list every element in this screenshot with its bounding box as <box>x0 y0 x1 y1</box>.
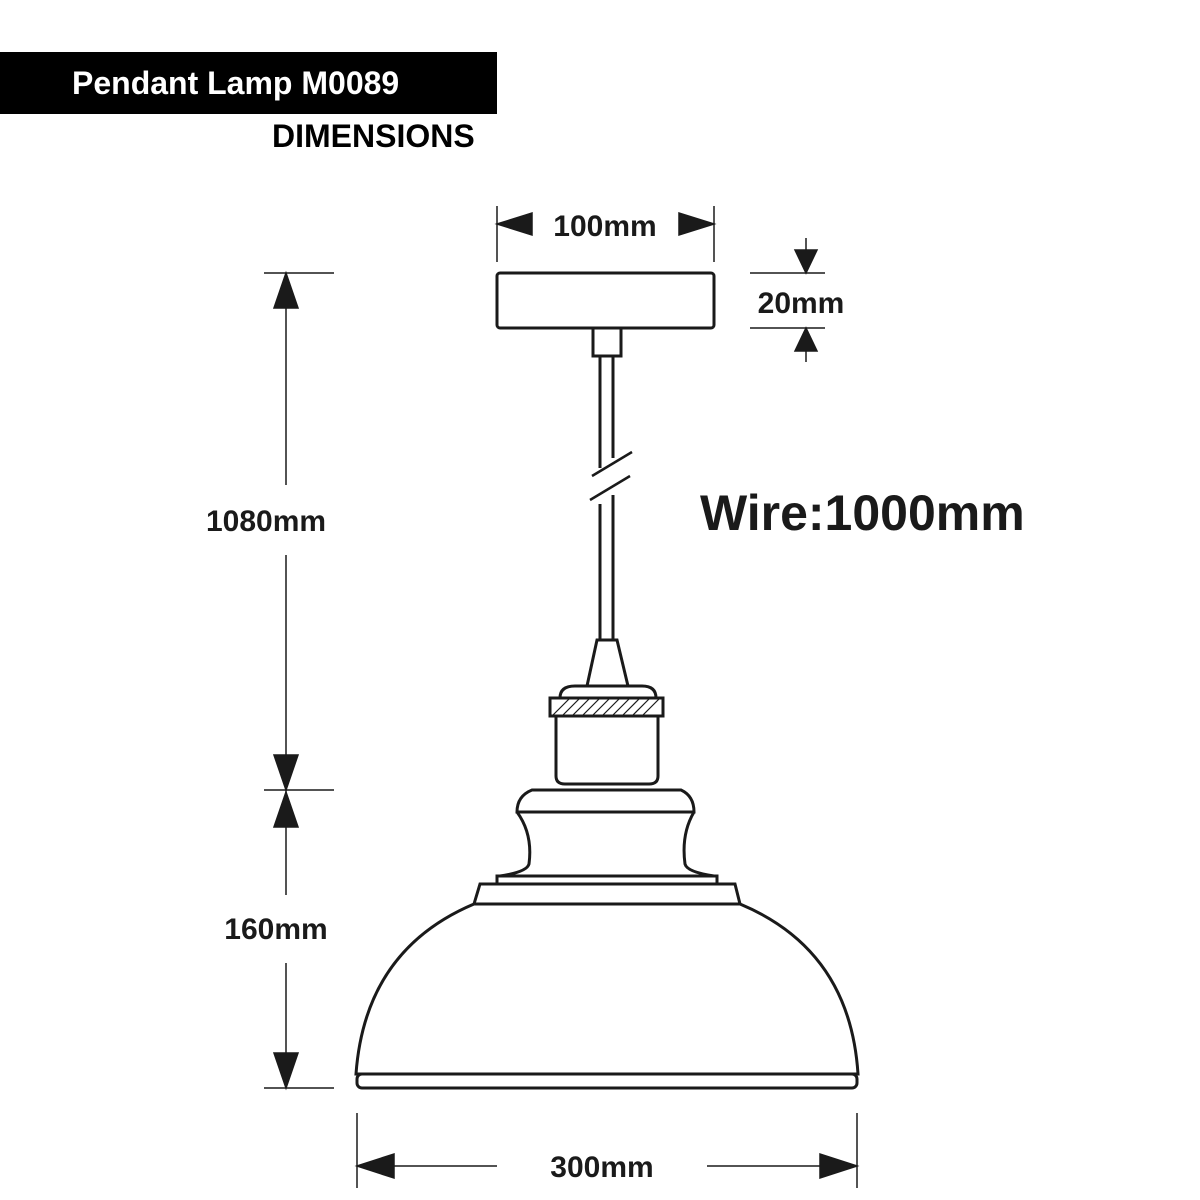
shade-rim <box>355 1072 859 1090</box>
dimensions-heading: DIMENSIONS <box>272 118 475 154</box>
cord-break-mark <box>589 450 633 502</box>
total-height-dimension <box>264 270 334 793</box>
socket-cap <box>558 684 658 700</box>
title-banner: Pendant Lamp M0089 <box>0 52 497 114</box>
canopy-height-label: 20mm <box>758 287 845 320</box>
total-height-label: 1080mm <box>206 505 326 538</box>
strain-relief <box>585 638 630 688</box>
knurled-ring <box>548 696 665 718</box>
knurl-hatching <box>551 697 661 717</box>
shade-width-label: 300mm <box>550 1151 653 1184</box>
shade-neck-flange <box>515 788 696 814</box>
shade-height-label: 160mm <box>224 913 327 946</box>
product-title: Pendant Lamp M0089 <box>72 65 400 101</box>
canopy-stem <box>591 326 623 358</box>
wire-length-label: Wire:1000mm <box>700 485 1025 541</box>
canopy-width-dimension <box>494 206 717 262</box>
canopy-width-label: 100mm <box>553 210 656 243</box>
socket-body <box>554 716 660 786</box>
cord-upper <box>598 356 615 468</box>
shade-neck <box>499 811 715 878</box>
canopy-height-dimension <box>750 238 825 362</box>
shade-shoulder <box>471 882 742 906</box>
ceiling-canopy <box>495 271 716 330</box>
shade-dome <box>354 902 860 1076</box>
shade-height-dimension <box>264 789 334 1091</box>
cord-lower <box>598 495 615 640</box>
shade-width-dimension <box>354 1113 860 1188</box>
